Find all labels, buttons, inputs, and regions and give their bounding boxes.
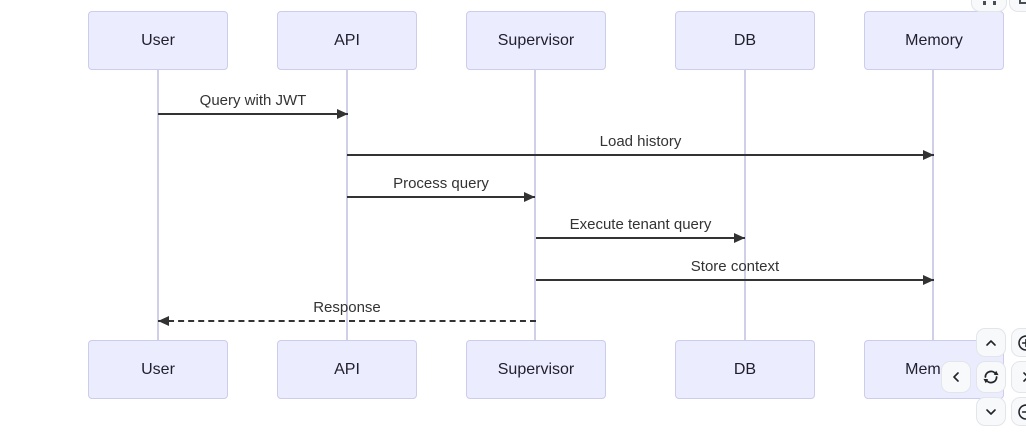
chevron-left-icon: [948, 369, 964, 385]
message-response: Response: [158, 299, 536, 326]
message-load-history: Load history: [347, 133, 934, 160]
actor-label: User: [141, 31, 175, 49]
actor-label: Supervisor: [497, 360, 575, 378]
pan-down-button[interactable]: [976, 397, 1006, 426]
pan-up-button[interactable]: [976, 328, 1006, 357]
toolbar-partial-button-2[interactable]: [1009, 0, 1026, 12]
actor-label: Supervisor: [497, 31, 575, 49]
lifeline-api: [346, 70, 348, 340]
chevron-up-icon: [983, 335, 999, 351]
actor-label: Memory: [905, 31, 963, 49]
lifeline-supervisor: [534, 70, 536, 340]
arrowhead: [524, 192, 535, 202]
message-label: Execute tenant query: [569, 216, 712, 233]
zoom-in-button[interactable]: [1011, 328, 1026, 357]
toolbar-partial-button-1[interactable]: [971, 0, 1007, 12]
arrowhead: [158, 316, 169, 326]
refresh-icon: [982, 368, 1000, 386]
minus-circle-icon: [1017, 403, 1026, 421]
actor-label: API: [334, 31, 360, 49]
reset-view-button[interactable]: [976, 361, 1006, 393]
message-store-context: Store context: [536, 258, 934, 285]
actor-top-api: API: [277, 11, 417, 70]
lifeline-memory: [932, 70, 934, 340]
actor-top-db: DB: [675, 11, 815, 70]
message-process-query: Process query: [347, 175, 535, 202]
partial-square-icon: [1019, 0, 1026, 4]
zoom-out-button[interactable]: [1011, 397, 1026, 426]
message-label: Load history: [599, 133, 682, 150]
message-line-dashed: [158, 320, 536, 322]
message-line: [347, 196, 535, 198]
lifeline-user: [157, 70, 159, 340]
message-label: Response: [313, 299, 381, 316]
message-line: [347, 154, 934, 156]
actor-bottom-api: API: [277, 340, 417, 399]
actor-label: DB: [733, 31, 757, 49]
actor-label: API: [334, 360, 360, 378]
partial-glyph-icon: [983, 1, 986, 5]
message-label: Query with JWT: [199, 92, 307, 109]
actor-top-memory: Memory: [864, 11, 1004, 70]
chevron-down-icon: [983, 404, 999, 420]
message-line: [536, 237, 745, 239]
arrowhead: [337, 109, 348, 119]
message-label: Store context: [690, 258, 780, 275]
pan-left-button[interactable]: [941, 361, 971, 393]
actor-bottom-user: User: [88, 340, 228, 399]
arrowhead: [923, 275, 934, 285]
message-line: [158, 113, 348, 115]
actor-top-supervisor: Supervisor: [466, 11, 606, 70]
actor-top-user: User: [88, 11, 228, 70]
pan-right-button[interactable]: [1011, 361, 1026, 393]
message-line: [536, 279, 934, 281]
actor-bottom-supervisor: Supervisor: [466, 340, 606, 399]
message-label: Process query: [393, 175, 489, 192]
actor-bottom-db: DB: [675, 340, 815, 399]
partial-glyph-icon: [993, 1, 996, 5]
actor-label: DB: [733, 360, 757, 378]
plus-circle-icon: [1017, 334, 1026, 352]
message-execute-tenant-query: Execute tenant query: [536, 216, 745, 243]
arrowhead: [734, 233, 745, 243]
chevron-right-icon: [1018, 369, 1026, 385]
actor-label: User: [141, 360, 175, 378]
arrowhead: [923, 150, 934, 160]
lifeline-db: [744, 70, 746, 340]
message-query-with-jwt: Query with JWT: [158, 92, 348, 119]
